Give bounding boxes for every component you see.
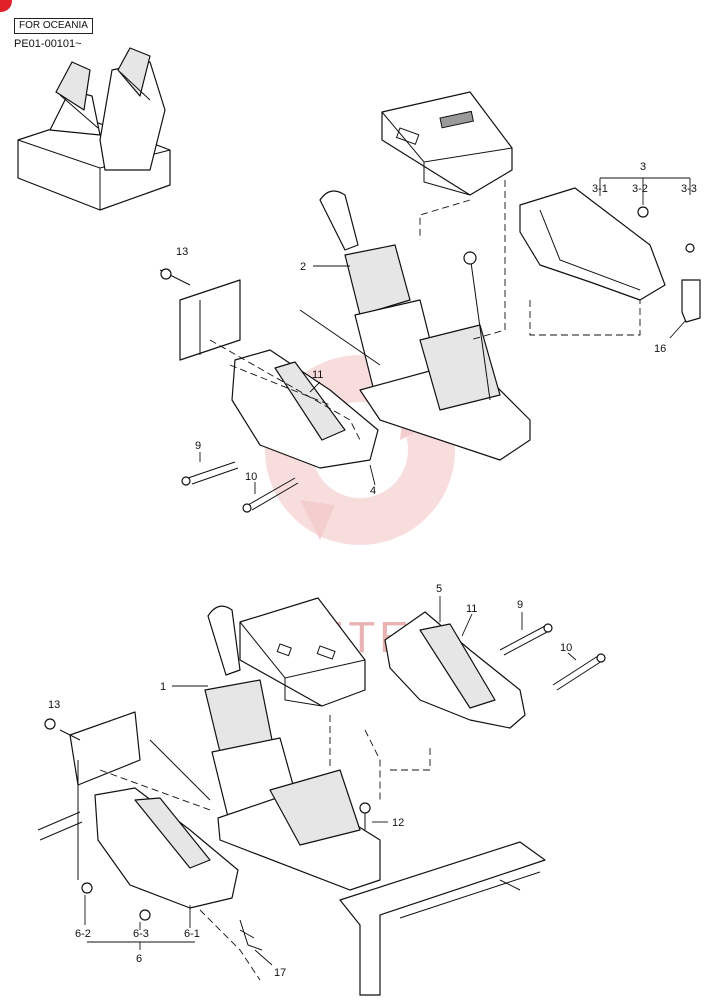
callout-4: 4: [370, 485, 376, 497]
floor-frame: [339, 841, 546, 996]
bolt-12: [359, 802, 371, 830]
side-cover-upper-left: [231, 349, 379, 469]
callout-6-1: 6-1: [184, 928, 200, 940]
callout-5: 5: [436, 583, 442, 595]
callout-16: 16: [654, 343, 666, 355]
fastener-6-2: [81, 882, 93, 894]
callout-9: 9: [195, 440, 201, 452]
callout-1: 1: [160, 681, 166, 693]
assembly-line: [199, 909, 261, 981]
monitor-panel-lower: [239, 597, 366, 707]
callout-6: 6: [136, 953, 142, 965]
assembly-line: [419, 199, 471, 240]
assembly-line: [364, 729, 381, 800]
callout-2: 2: [300, 261, 306, 273]
clip-17: [239, 919, 263, 951]
upper-assembly: 2 3 3-1 3-2 3-3 4 9 10 11 13 16: [159, 91, 701, 513]
assembly-line: [229, 364, 331, 406]
callout-13-lower: 13: [48, 699, 60, 711]
control-lever-2: [319, 190, 441, 396]
callout-13: 13: [176, 246, 188, 258]
region-label: FOR OCEANIA: [14, 18, 93, 34]
callout-9-lower: 9: [517, 599, 523, 611]
bolt-3-3: [685, 243, 695, 253]
callout-11-lower: 11: [466, 603, 477, 615]
callout-10: 10: [245, 471, 257, 483]
callout-3-1: 3-1: [592, 183, 608, 195]
lower-assembly: 1 5 11 9 10 12 13 6-2 6-3 6-1 6 17: [37, 583, 606, 996]
side-cover-lower-right: [384, 611, 526, 729]
callout-17: 17: [274, 967, 286, 979]
assembly-line: [209, 339, 361, 441]
callout-6-3: 6-3: [133, 928, 149, 940]
callout-11: 11: [312, 369, 323, 381]
bolts-lower: [499, 623, 606, 691]
lever-base-frame: [299, 251, 531, 461]
assembly-line: [529, 300, 641, 336]
serial-range: PE01-00101~: [14, 38, 82, 50]
assembly-line: [99, 769, 211, 811]
fastener-6-3: [139, 909, 151, 921]
clip-16: [681, 279, 701, 323]
bracket-upper-left: [159, 268, 241, 361]
callout-6-2: 6-2: [75, 928, 91, 940]
side-cover-lower-left: [94, 787, 239, 909]
assembly-line: [390, 745, 431, 771]
callout-12: 12: [392, 817, 404, 829]
callout-10-lower: 10: [560, 642, 572, 654]
bolt-3-2: [637, 206, 649, 218]
assembly-line: [469, 180, 506, 341]
lower-base-frame: [149, 739, 381, 891]
bolts-upper: [181, 461, 299, 513]
callout-3-2: 3-2: [632, 183, 648, 195]
bracket-lower-left: [37, 711, 141, 880]
monitor-panel-upper: [381, 91, 513, 196]
callout-3: 3: [640, 161, 646, 173]
callout-3-3: 3-3: [681, 183, 697, 195]
seat-thumbnail-illustration: [17, 47, 171, 211]
